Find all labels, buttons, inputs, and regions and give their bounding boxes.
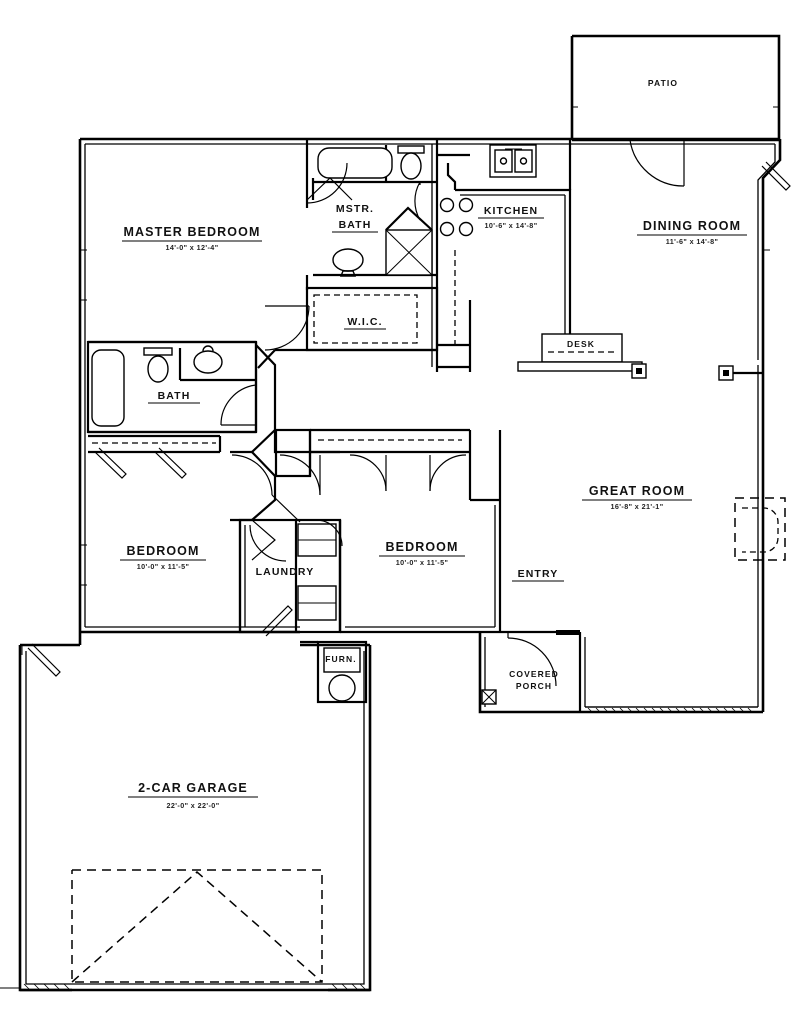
bedroom-left-area — [238, 520, 293, 637]
patio-area — [570, 34, 781, 142]
garage-area — [0, 632, 372, 992]
room-label-bedroom-left: BEDROOM — [127, 544, 200, 558]
entry-area — [478, 630, 758, 714]
room-label-kitchen: KITCHEN — [484, 205, 538, 217]
central-hall — [230, 305, 502, 562]
room-dim-master-bedroom: 14'-0" x 12'-4" — [166, 243, 219, 252]
room-label-bedroom-right: BEDROOM — [386, 540, 459, 554]
room-label-wic: W.I.C. — [347, 316, 382, 328]
room-dim-great-room: 16'-8" x 21'-1" — [611, 502, 664, 511]
dining-room-area — [568, 139, 791, 191]
room-label-entry: ENTRY — [518, 568, 559, 580]
room-dim-garage: 22'-0" x 22'-0" — [167, 801, 220, 810]
master-toilet — [397, 145, 425, 154]
room-dim-kitchen: 10'-6" x 14'-8" — [485, 221, 538, 230]
room-label-desk: DESK — [567, 339, 595, 349]
kitchen-area — [437, 144, 572, 372]
bath-tub — [91, 349, 125, 427]
room-label-garage: 2-CAR GARAGE — [138, 781, 248, 795]
room-dim-dining-room: 11'-6" x 14'-8" — [666, 237, 719, 246]
room-label-covered-porch-line2: PORCH — [516, 681, 552, 691]
room-label-covered-porch: COVERED — [509, 669, 559, 679]
desk — [541, 333, 623, 363]
furnace-closet — [300, 640, 368, 704]
room-dim-bedroom-left: 10'-0" x 11'-5" — [137, 562, 190, 571]
room-label-laundry: LAUNDRY — [256, 566, 315, 578]
room-label-patio: PATIO — [648, 78, 678, 88]
great-room-bay — [734, 497, 786, 561]
furnace-unit — [323, 647, 361, 673]
bedroom-right-area — [338, 500, 580, 634]
room-label-bath: BATH — [158, 390, 191, 402]
bath-vanity — [193, 350, 223, 374]
room-label-mstr-bath-line2: BATH — [339, 219, 372, 231]
window-openings — [79, 249, 770, 586]
room-label-mstr-bath: MSTR. — [336, 203, 374, 215]
room-label-master-bedroom: MASTER BEDROOM — [124, 225, 261, 239]
bath-area — [86, 340, 258, 479]
master-bath-fixtures — [306, 145, 433, 277]
master-tub — [317, 147, 393, 179]
kitchen-sink — [439, 197, 455, 213]
bath-toilet — [143, 347, 173, 356]
room-labels: PATIO MASTER BEDROOM 14'-0" x 12'-4" MST… — [120, 78, 747, 810]
room-label-furnace: FURN. — [325, 654, 356, 664]
room-label-dining-room: DINING ROOM — [643, 219, 741, 233]
master-sink — [332, 248, 364, 272]
room-label-great-room: GREAT ROOM — [589, 484, 685, 498]
room-dim-bedroom-right: 10'-0" x 11'-5" — [396, 558, 449, 567]
desk-nook — [517, 333, 763, 381]
water-heater — [328, 674, 356, 702]
